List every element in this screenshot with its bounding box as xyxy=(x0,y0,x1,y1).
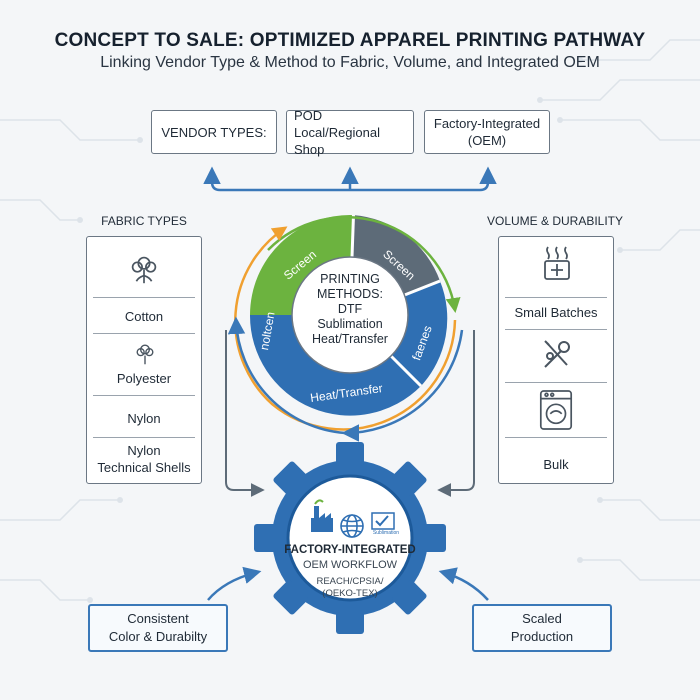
right-gear-connector xyxy=(437,330,475,497)
fabric-item-nylon-technical: Nylon Technical Shells xyxy=(97,443,191,475)
consistent-color-box: Consistent Color & Durabilty xyxy=(88,604,228,652)
consistent-color-label: Consistent Color & Durabilty xyxy=(108,611,208,644)
vendor-pod-box: POD Local/Regional Shop xyxy=(286,108,414,157)
heat-press-icon xyxy=(544,246,570,280)
gear-subtitle: OEM WORKFLOW xyxy=(302,559,398,571)
ring-segment-gray xyxy=(352,215,440,296)
ring-segment-blue-right xyxy=(391,281,448,386)
fabric-item-polyester: Polyester xyxy=(116,371,172,386)
washing-machine-icon xyxy=(539,390,573,430)
globe-icon xyxy=(340,514,364,538)
cotton-plant-icon xyxy=(131,256,157,284)
gear-compliance: REACH/CPSIA/ (OEKO-TEX) xyxy=(316,576,384,599)
left-bottom-arrow xyxy=(207,566,262,601)
volume-panel: Small Batches Bulk xyxy=(498,236,614,484)
gear-title: FACTORY-INTEGRATED xyxy=(284,544,416,556)
fabric-types-heading: FABRIC TYPES xyxy=(101,214,187,228)
right-bottom-arrow xyxy=(438,567,489,601)
orange-orbit-arrow xyxy=(234,226,457,431)
vendor-factory-box: Factory-Integrated (OEM) xyxy=(424,110,550,154)
blue-orbit-arrow-right xyxy=(341,329,464,442)
page-title: CONCEPT TO SALE: OPTIMIZED APPAREL PRINT… xyxy=(54,30,646,51)
blue-orbit-arrow-left xyxy=(227,316,346,435)
cotton-boll-icon xyxy=(136,344,154,365)
printing-methods-center: PRINTING METHODS: DTF Sublimation Heat/T… xyxy=(312,272,388,346)
vendor-pod-label: POD Local/Regional Shop xyxy=(294,107,381,157)
certificate-check-icon xyxy=(371,512,395,530)
gear-badge: Sublimation xyxy=(372,530,400,536)
scaled-production-box: Scaled Production xyxy=(472,604,612,652)
fabric-item-cotton: Cotton xyxy=(124,309,164,324)
ring-segment-green xyxy=(250,215,354,315)
scaled-production-label: Scaled Production xyxy=(510,611,574,644)
ring-segment-blue-bottom xyxy=(249,315,421,416)
page-subtitle: Linking Vendor Type & Method to Fabric, … xyxy=(100,54,600,71)
oem-gear xyxy=(254,442,446,634)
vendor-factory-label: Factory-Integrated (OEM) xyxy=(433,116,541,148)
green-orbit-arrow xyxy=(267,215,461,313)
fabric-types-panel: Cotton Polyester Nylon Nylon Technical S… xyxy=(86,236,202,484)
tools-icon xyxy=(544,340,570,368)
left-gear-connector xyxy=(225,330,265,497)
fabric-item-nylon: Nylon xyxy=(127,411,161,426)
volume-bulk: Bulk xyxy=(543,457,569,472)
factory-icon xyxy=(311,499,333,532)
vendor-types-box: VENDOR TYPES: xyxy=(151,110,277,154)
volume-small-batches: Small Batches xyxy=(514,305,598,320)
volume-heading: VOLUME & DURABILITY xyxy=(486,214,624,228)
vendor-types-label: VENDOR TYPES: xyxy=(161,124,267,140)
